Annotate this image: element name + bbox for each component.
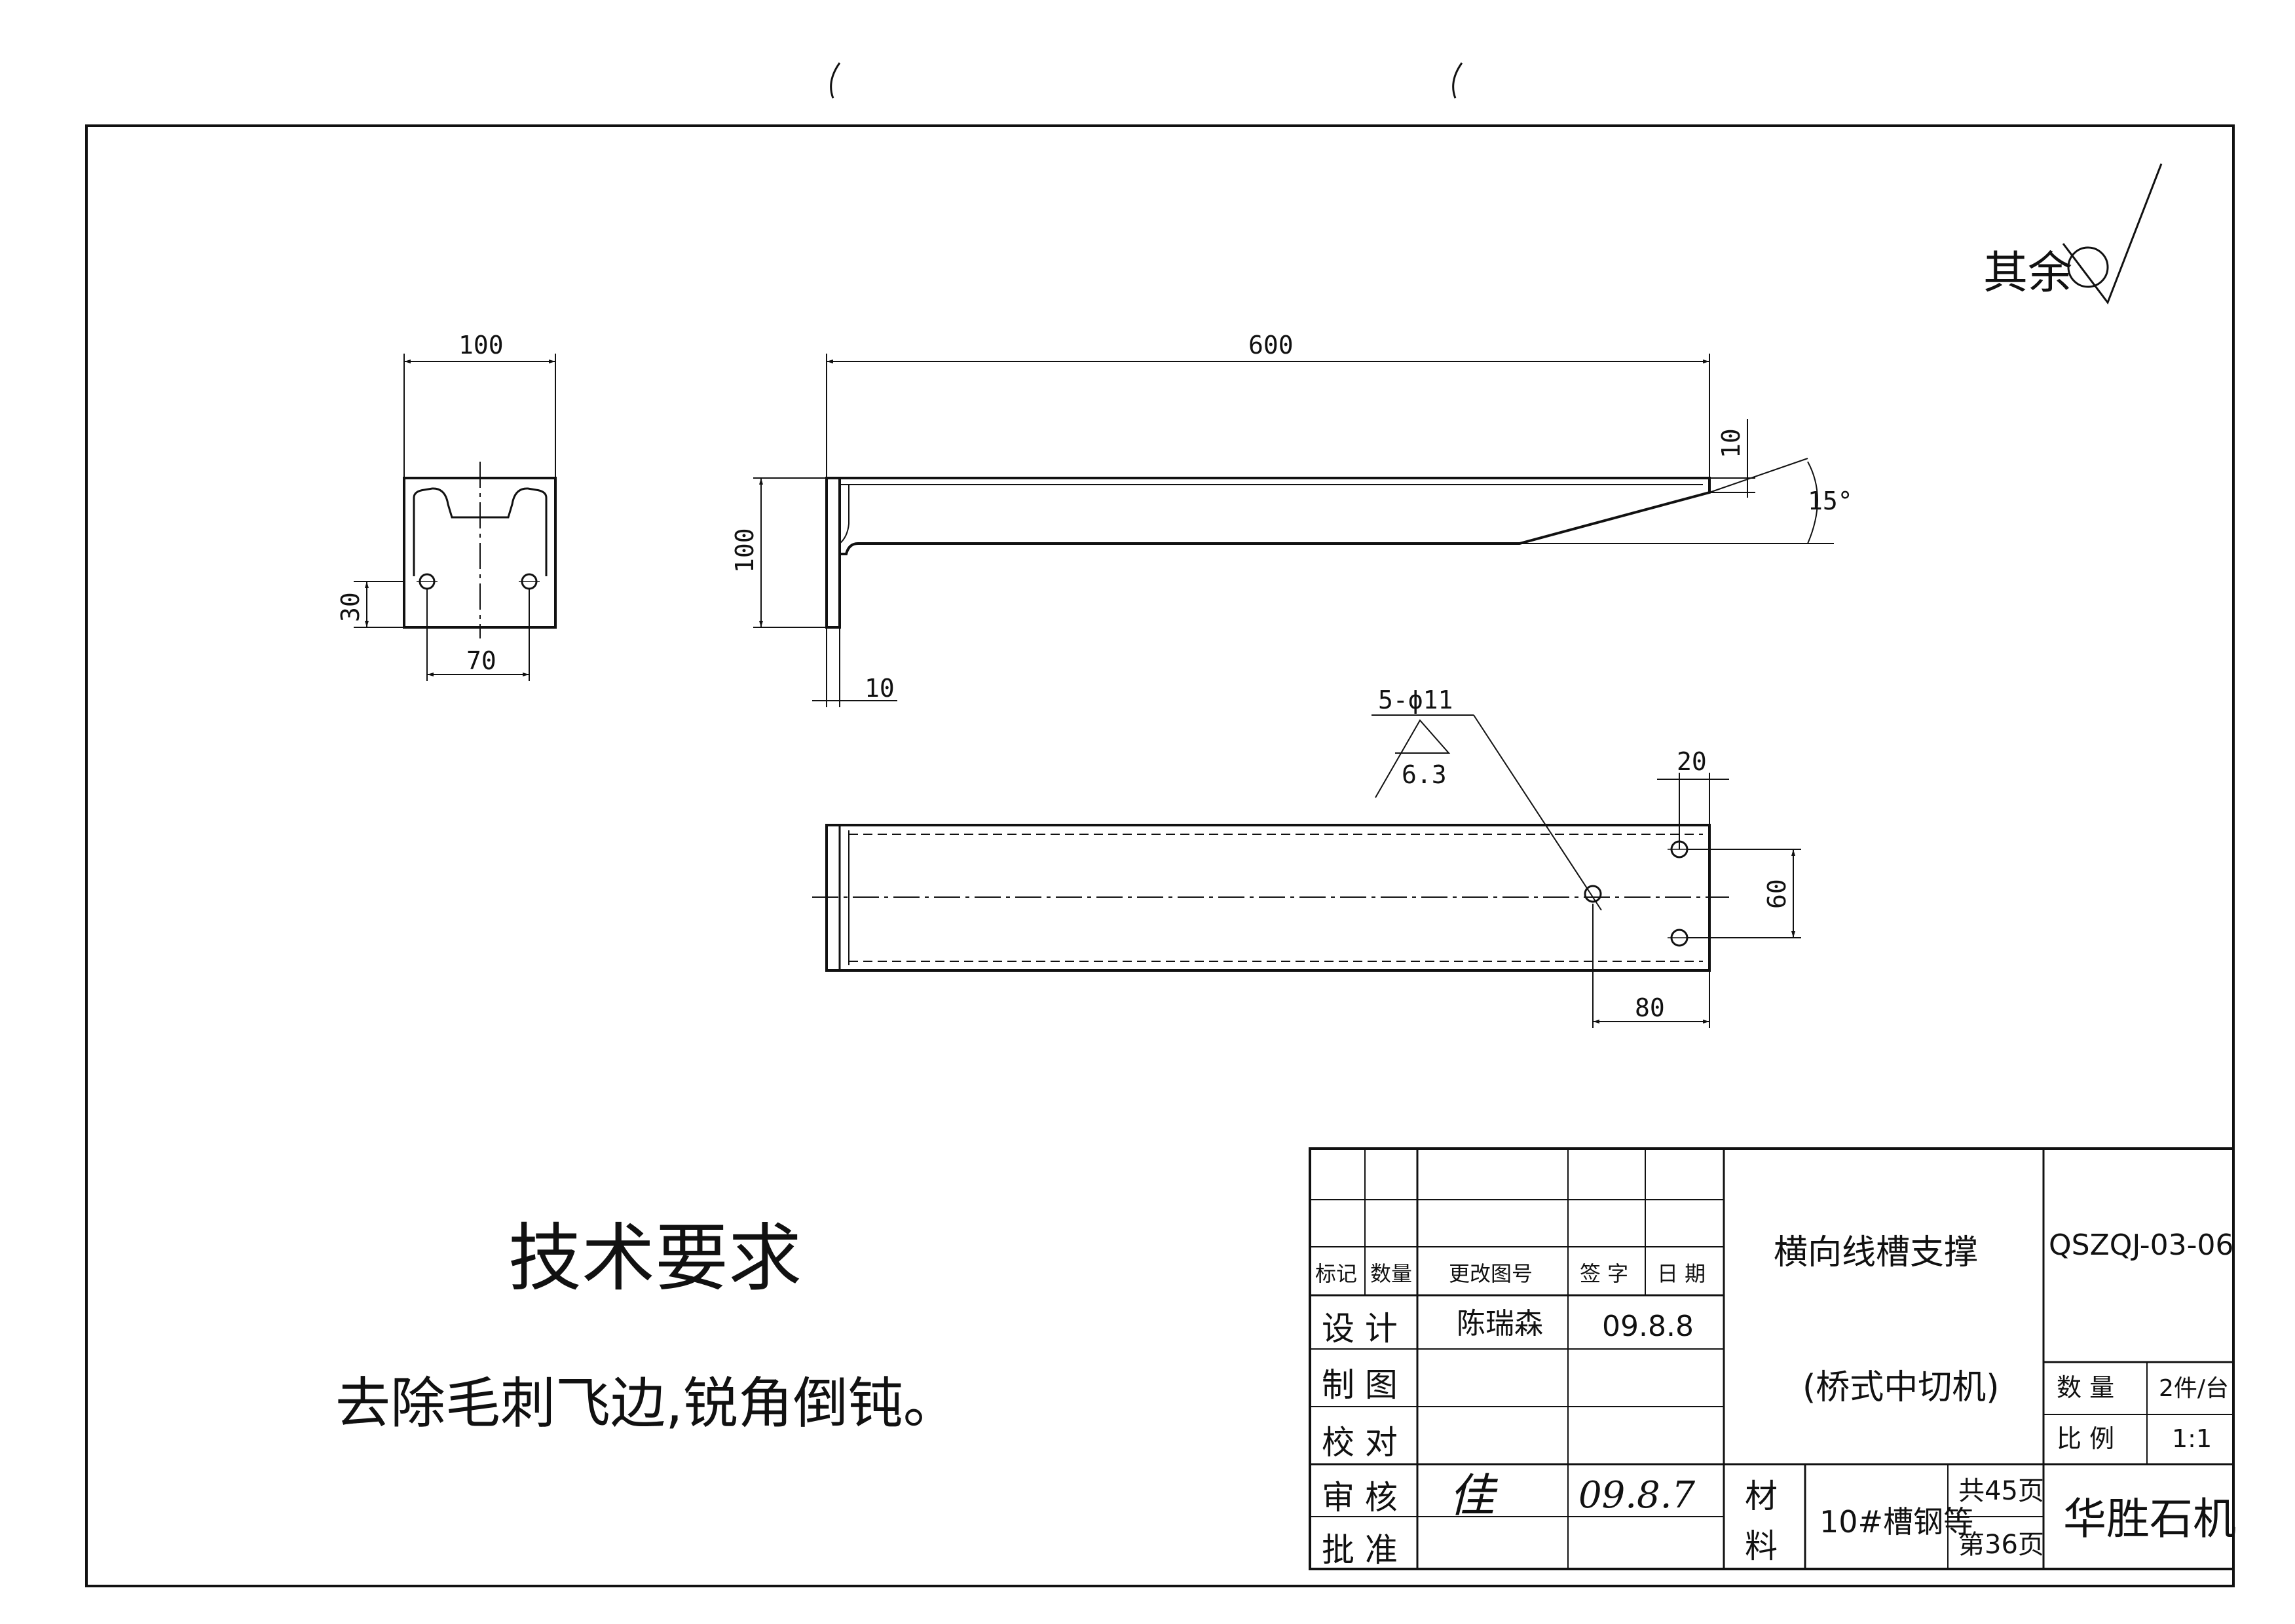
tb-role-check: 校 对	[1322, 1424, 1398, 1462]
scan-mark-left	[830, 62, 841, 99]
scan-mark-right	[1452, 62, 1463, 99]
title-block-outline	[1309, 1147, 2235, 1570]
dim-holes: 5-ϕ11	[1378, 686, 1453, 714]
tb-header-qty: 数量	[1370, 1261, 1412, 1286]
tb-material-label-1: 材	[1745, 1477, 1778, 1515]
tb-design-date: 09.8.8	[1602, 1310, 1694, 1343]
tb-role-review: 审 核	[1322, 1479, 1398, 1517]
roughness-note-label: 其余	[1983, 248, 2072, 299]
tb-material-label-2: 料	[1745, 1527, 1778, 1565]
hole-center	[1584, 885, 1602, 903]
holes-leader	[1473, 714, 1602, 911]
tb-header-date: 日 期	[1657, 1261, 1706, 1286]
dim-plate-thickness: 10	[865, 674, 895, 703]
dim-edge-offset: 20	[1677, 747, 1707, 776]
tb-page-no: 第36页	[1958, 1530, 2044, 1560]
front-view-end-plate	[825, 477, 841, 629]
tb-company: 华胜石机	[2063, 1494, 2236, 1544]
roughness-symbol	[2062, 163, 2163, 305]
dim-height: 100	[730, 528, 759, 573]
top-view	[812, 714, 1801, 1028]
tb-qty-label: 数 量	[2057, 1373, 2114, 1402]
tech-requirements-body: 去除毛刺飞边,锐角倒钝。	[335, 1371, 958, 1435]
dim-hole-offset: 80	[1635, 993, 1665, 1022]
tb-header-signature: 签 字	[1580, 1261, 1628, 1286]
title-block	[1309, 1147, 2235, 1570]
roughness-circle	[2067, 246, 2109, 288]
tb-header-mark: 标记	[1315, 1261, 1357, 1286]
angle-arc	[1807, 461, 1818, 544]
tb-role-design: 设 计	[1322, 1310, 1398, 1348]
drawing-frame	[85, 124, 2235, 1587]
tb-drawing-no: QSZQJ-03-06	[2049, 1228, 2233, 1262]
dim-hole-roughness: 6.3	[1402, 760, 1447, 789]
tb-reviewer-signature: 佳	[1449, 1469, 1499, 1522]
dim-hole-spacing: 70	[466, 646, 496, 675]
tb-total-pages: 共45页	[1958, 1476, 2044, 1506]
tb-role-draw: 制 图	[1322, 1366, 1398, 1404]
dim-hole-row-spacing: 60	[1763, 879, 1791, 909]
tb-part-name: 横向线槽支撑	[1774, 1233, 1978, 1272]
roughness-note: 其余	[1983, 163, 2163, 305]
tb-scale-value: 1:1	[2172, 1424, 2212, 1453]
angle-leader-2	[1709, 458, 1808, 493]
tb-header-change-no: 更改图号	[1449, 1261, 1533, 1286]
tb-role-approve: 批 准	[1322, 1531, 1398, 1569]
front-view	[753, 354, 1834, 707]
tb-review-date: 09.8.7	[1578, 1474, 1695, 1517]
dim-length: 600	[1248, 331, 1294, 360]
dim-tip-height: 10	[1717, 428, 1745, 458]
tb-qty-value: 2件/台	[2159, 1375, 2229, 1402]
tb-material: 10#槽钢等	[1819, 1504, 1973, 1540]
front-view-body	[840, 477, 1711, 555]
end-view	[354, 354, 557, 681]
tb-scale-label: 比 例	[2057, 1424, 2114, 1453]
tech-requirements-title: 技术要求	[508, 1216, 802, 1301]
dim-angle: 15°	[1808, 487, 1853, 515]
hole-roughness-symbol	[1375, 719, 1451, 798]
tb-machine: (桥式中切机)	[1802, 1368, 2000, 1407]
dim-hole-height: 30	[336, 592, 365, 622]
dim-end-width: 100	[458, 331, 504, 360]
tb-designer: 陈瑞森	[1457, 1307, 1543, 1340]
